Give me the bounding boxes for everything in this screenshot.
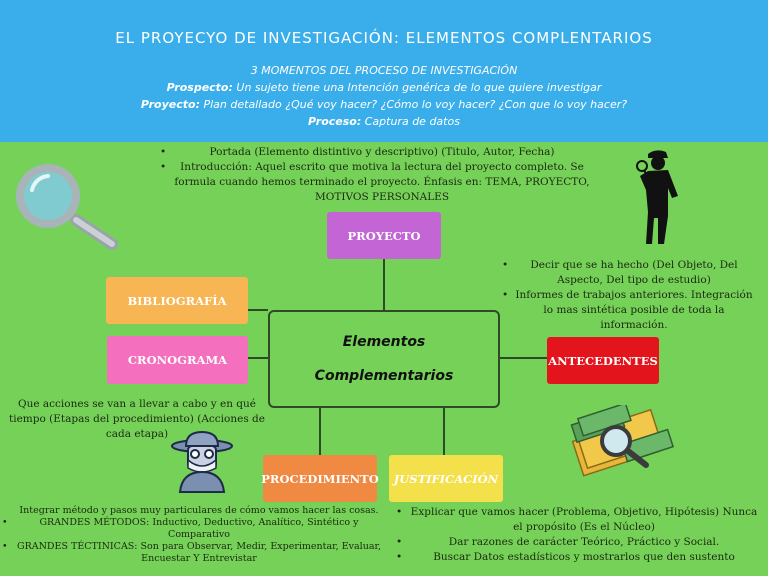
cronograma-notes: Que acciones se van a llevar a cabo y en… bbox=[9, 398, 265, 440]
proyecto-note-1: Portada (Elemento distintivo y descripti… bbox=[160, 145, 592, 160]
bibliografia-box: BIBLIOGRAFÍA bbox=[106, 277, 248, 324]
procedimiento-note-3: GRANDES TÉCTINICAS: Son para Observar, M… bbox=[2, 541, 384, 565]
antecedentes-box: ANTECEDENTES bbox=[547, 337, 659, 384]
proyecto-line: Proyecto: Plan detallado ¿Qué voy hacer?… bbox=[0, 98, 768, 111]
money-magnifier-icon bbox=[570, 405, 675, 477]
header-banner: EL PROYECYO DE INVESTIGACIÓN: ELEMENTOS … bbox=[0, 0, 768, 142]
antecedentes-notes: Decir que se ha hecho (Del Objeto, Del A… bbox=[502, 258, 754, 333]
justificacion-box: JUSTIFICACIÓN bbox=[389, 455, 503, 502]
proyecto-box: PROYECTO bbox=[327, 212, 441, 259]
magnifying-glass-icon bbox=[16, 164, 118, 250]
justificacion-notes: Explicar que vamos hacer (Problema, Obje… bbox=[396, 505, 760, 565]
proceso-line: Proceso: Captura de datos bbox=[0, 115, 768, 128]
proyecto-note-2: Introducción: Aquel escrito que motiva l… bbox=[160, 160, 592, 205]
center-line-2: Complementarios bbox=[314, 368, 454, 384]
center-concept: Elementos Complementarios bbox=[268, 310, 500, 408]
cronograma-box: CRONOGRAMA bbox=[107, 336, 248, 384]
proyecto-text: Plan detallado ¿Qué voy hacer? ¿Cómo lo … bbox=[199, 98, 628, 111]
detective-silhouette-icon bbox=[636, 150, 678, 244]
spy-avatar-icon bbox=[171, 430, 233, 493]
prospecto-label: Prospecto: bbox=[166, 81, 233, 94]
proyecto-notes: Portada (Elemento distintivo y descripti… bbox=[160, 145, 592, 205]
justificacion-note-3: Buscar Datos estadísticos y mostrarlos q… bbox=[396, 550, 760, 565]
prospecto-line: Prospecto: Un sujeto tiene una Intención… bbox=[0, 81, 768, 94]
proyecto-label: Proyecto: bbox=[140, 98, 200, 111]
header-subtitle: 3 MOMENTOS DEL PROCESO DE INVESTIGACIÓN bbox=[250, 64, 518, 77]
justificacion-note-1: Explicar que vamos hacer (Problema, Obje… bbox=[396, 505, 760, 535]
proceso-label: Proceso: bbox=[308, 115, 362, 128]
center-line-1: Elementos bbox=[342, 334, 426, 350]
procedimiento-note-2: GRANDES MÉTODOS: Inductivo, Deductivo, A… bbox=[2, 517, 384, 541]
page-title: EL PROYECYO DE INVESTIGACIÓN: ELEMENTOS … bbox=[115, 29, 653, 47]
proceso-text: Captura de datos bbox=[361, 115, 460, 128]
procedimiento-notes: Integrar método y pasos muy particulares… bbox=[2, 505, 384, 565]
prospecto-text: Un sujeto tiene una Intención genérica d… bbox=[232, 81, 602, 94]
procedimiento-box: PROCEDIMIENTO bbox=[261, 455, 379, 502]
justificacion-note-2: Dar razones de carácter Teórico, Práctic… bbox=[396, 535, 760, 550]
antecedentes-note-2: Informes de trabajos anteriores. Integra… bbox=[502, 288, 754, 333]
antecedentes-note-1: Decir que se ha hecho (Del Objeto, Del A… bbox=[502, 258, 754, 288]
procedimiento-note-1: Integrar método y pasos muy particulares… bbox=[19, 505, 379, 516]
